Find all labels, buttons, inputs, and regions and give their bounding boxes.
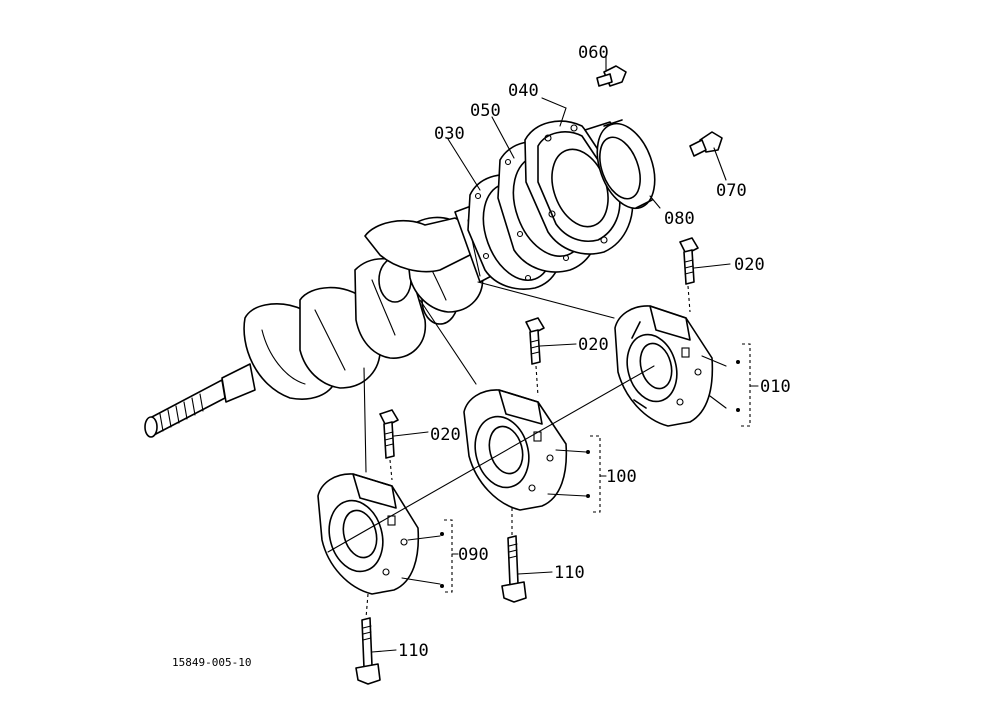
label-100: 100 bbox=[606, 467, 637, 487]
part-labels: 060 040 050 030 070 080 020 020 020 010 … bbox=[398, 43, 791, 661]
bolt-070 bbox=[689, 131, 723, 157]
label-060: 060 bbox=[578, 43, 609, 63]
drawing-code: 15849-005-10 bbox=[172, 656, 251, 669]
label-110-right: 110 bbox=[554, 563, 585, 583]
bolt-110-left bbox=[355, 617, 381, 685]
label-020-upper: 020 bbox=[734, 255, 765, 275]
bearing-case-090 bbox=[317, 473, 420, 595]
bolt-020-upper bbox=[679, 237, 699, 285]
bearing-case-010 bbox=[614, 305, 714, 427]
leader-lines bbox=[371, 55, 759, 653]
label-010: 010 bbox=[760, 377, 791, 397]
assembly-lines bbox=[327, 281, 691, 619]
label-050: 050 bbox=[470, 101, 501, 121]
crankshaft bbox=[144, 193, 519, 438]
bolt-020-lower bbox=[379, 409, 399, 459]
bolt-060 bbox=[596, 65, 627, 87]
bolt-020-middle bbox=[525, 317, 545, 365]
label-020-lower: 020 bbox=[430, 425, 461, 445]
label-040: 040 bbox=[508, 81, 539, 101]
label-110-left: 110 bbox=[398, 641, 429, 661]
label-030: 030 bbox=[434, 124, 465, 144]
bearing-case-100 bbox=[463, 389, 568, 511]
label-020-middle: 020 bbox=[578, 335, 609, 355]
label-090: 090 bbox=[458, 545, 489, 565]
label-070: 070 bbox=[716, 181, 747, 201]
label-080: 080 bbox=[664, 209, 695, 229]
oil-seal-080 bbox=[596, 119, 656, 210]
bolt-110-right bbox=[501, 535, 527, 603]
